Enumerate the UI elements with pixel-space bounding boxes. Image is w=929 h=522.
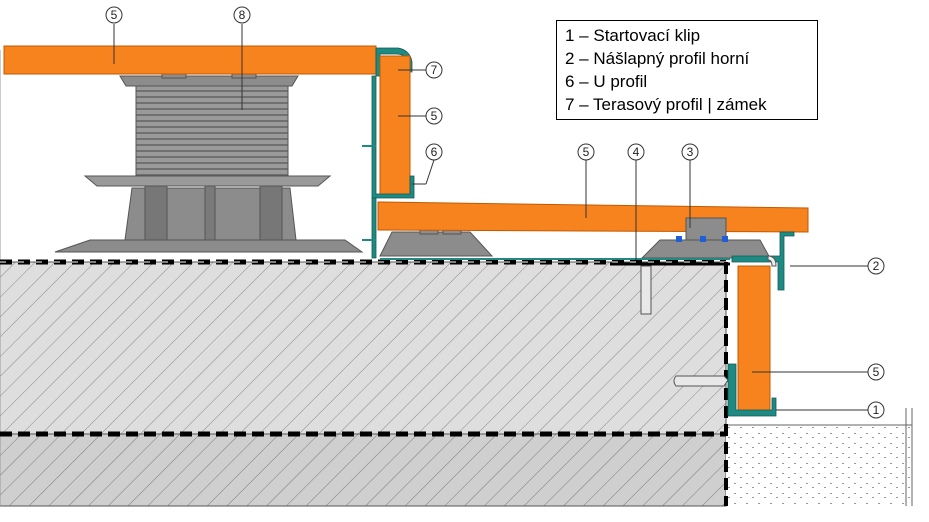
deck-board-upper [3,45,377,75]
low-pedestal [379,231,494,257]
legend-item-2: 2 – Nášlapný profil horní [565,49,750,68]
starting-clip [727,363,777,417]
svg-text:5: 5 [111,8,118,22]
fascia-board-upper [379,55,411,197]
fascia-board-lower [737,265,771,413]
legend-item-6: 6 – U profil [565,72,648,91]
callout-2-top-profile: 2 [867,257,885,275]
svg-text:2: 2 [873,259,880,273]
svg-text:5: 5 [873,365,880,379]
callout-3-clip-pedestal: 3 [681,143,699,161]
deck-board-lower [377,201,809,233]
svg-text:4: 4 [633,145,640,159]
adjacent-ground [726,425,912,506]
svg-text:6: 6 [431,145,438,159]
anchor-bolt [640,265,652,315]
callout-6-u-profile: 6 [425,143,443,161]
concrete-slab [0,261,727,435]
svg-text:5: 5 [431,109,438,123]
u-profile [371,75,415,199]
top-step-profile [731,231,795,291]
callout-5-top-board: 5 [105,6,123,24]
svg-text:5: 5 [583,145,590,159]
horizontal-anchor [673,375,729,387]
svg-text:1: 1 [873,403,880,417]
adjustable-pedestal [54,51,364,253]
callout-5-fascia: 5 [425,107,443,125]
subgrade-layer [0,433,727,507]
callout-1-start-clip: 1 [867,401,885,419]
callout-5-lower-board: 5 [577,143,595,161]
svg-text:7: 7 [431,63,438,77]
callout-7-lock: 7 [425,61,443,79]
svg-text:3: 3 [687,145,694,159]
legend-item-1: 1 – Startovací klip [565,26,701,45]
legend-box: 1 – Startovací klip 2 – Nášlapný profil … [556,20,818,120]
svg-text:8: 8 [239,8,246,22]
callout-8-pedestal: 8 [233,6,251,24]
callout-5-lower-fascia: 5 [867,363,885,381]
callout-4-membrane: 4 [627,143,645,161]
starting-clip-pedestal [640,239,771,259]
legend-item-7: 7 – Terasový profil | zámek [565,95,767,114]
